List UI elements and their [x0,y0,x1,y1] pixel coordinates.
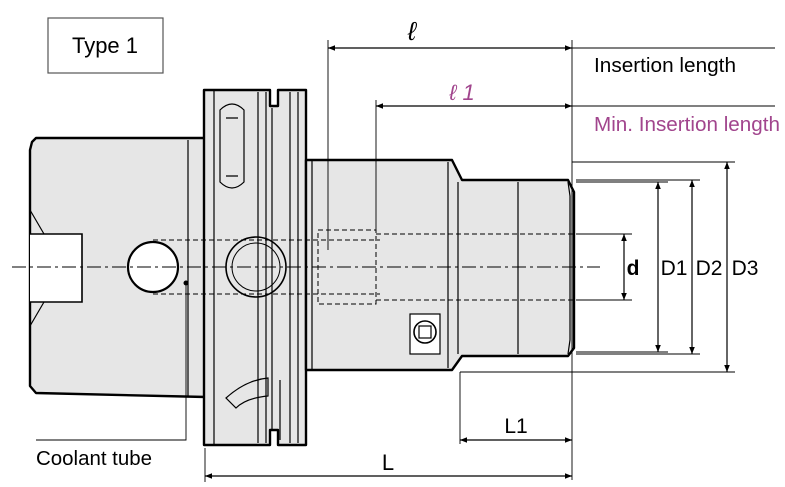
dimension-labels: ℓ ℓ 1 Insertion length Min. Insertion le… [36,16,780,475]
label-coolant-tube: Coolant tube [36,448,152,470]
main-body [304,158,576,372]
label-min-insertion-length: Min. Insertion length [594,114,780,136]
type-label-box: Type 1 [47,17,164,74]
interior-details [126,90,574,445]
label-insertion-length: Insertion length [594,55,736,77]
label-L1: L1 [504,415,527,438]
extension-lines [36,40,775,482]
label-d: d [627,257,640,280]
label-D2: D2 [696,257,723,280]
label-D1: D1 [661,257,688,280]
label-L: L [382,450,394,475]
type-label: Type 1 [72,33,138,58]
dimension-lines [205,45,730,479]
label-ell: ℓ [407,16,418,46]
label-D3: D3 [732,257,759,280]
label-ell1: ℓ 1 [448,80,474,105]
